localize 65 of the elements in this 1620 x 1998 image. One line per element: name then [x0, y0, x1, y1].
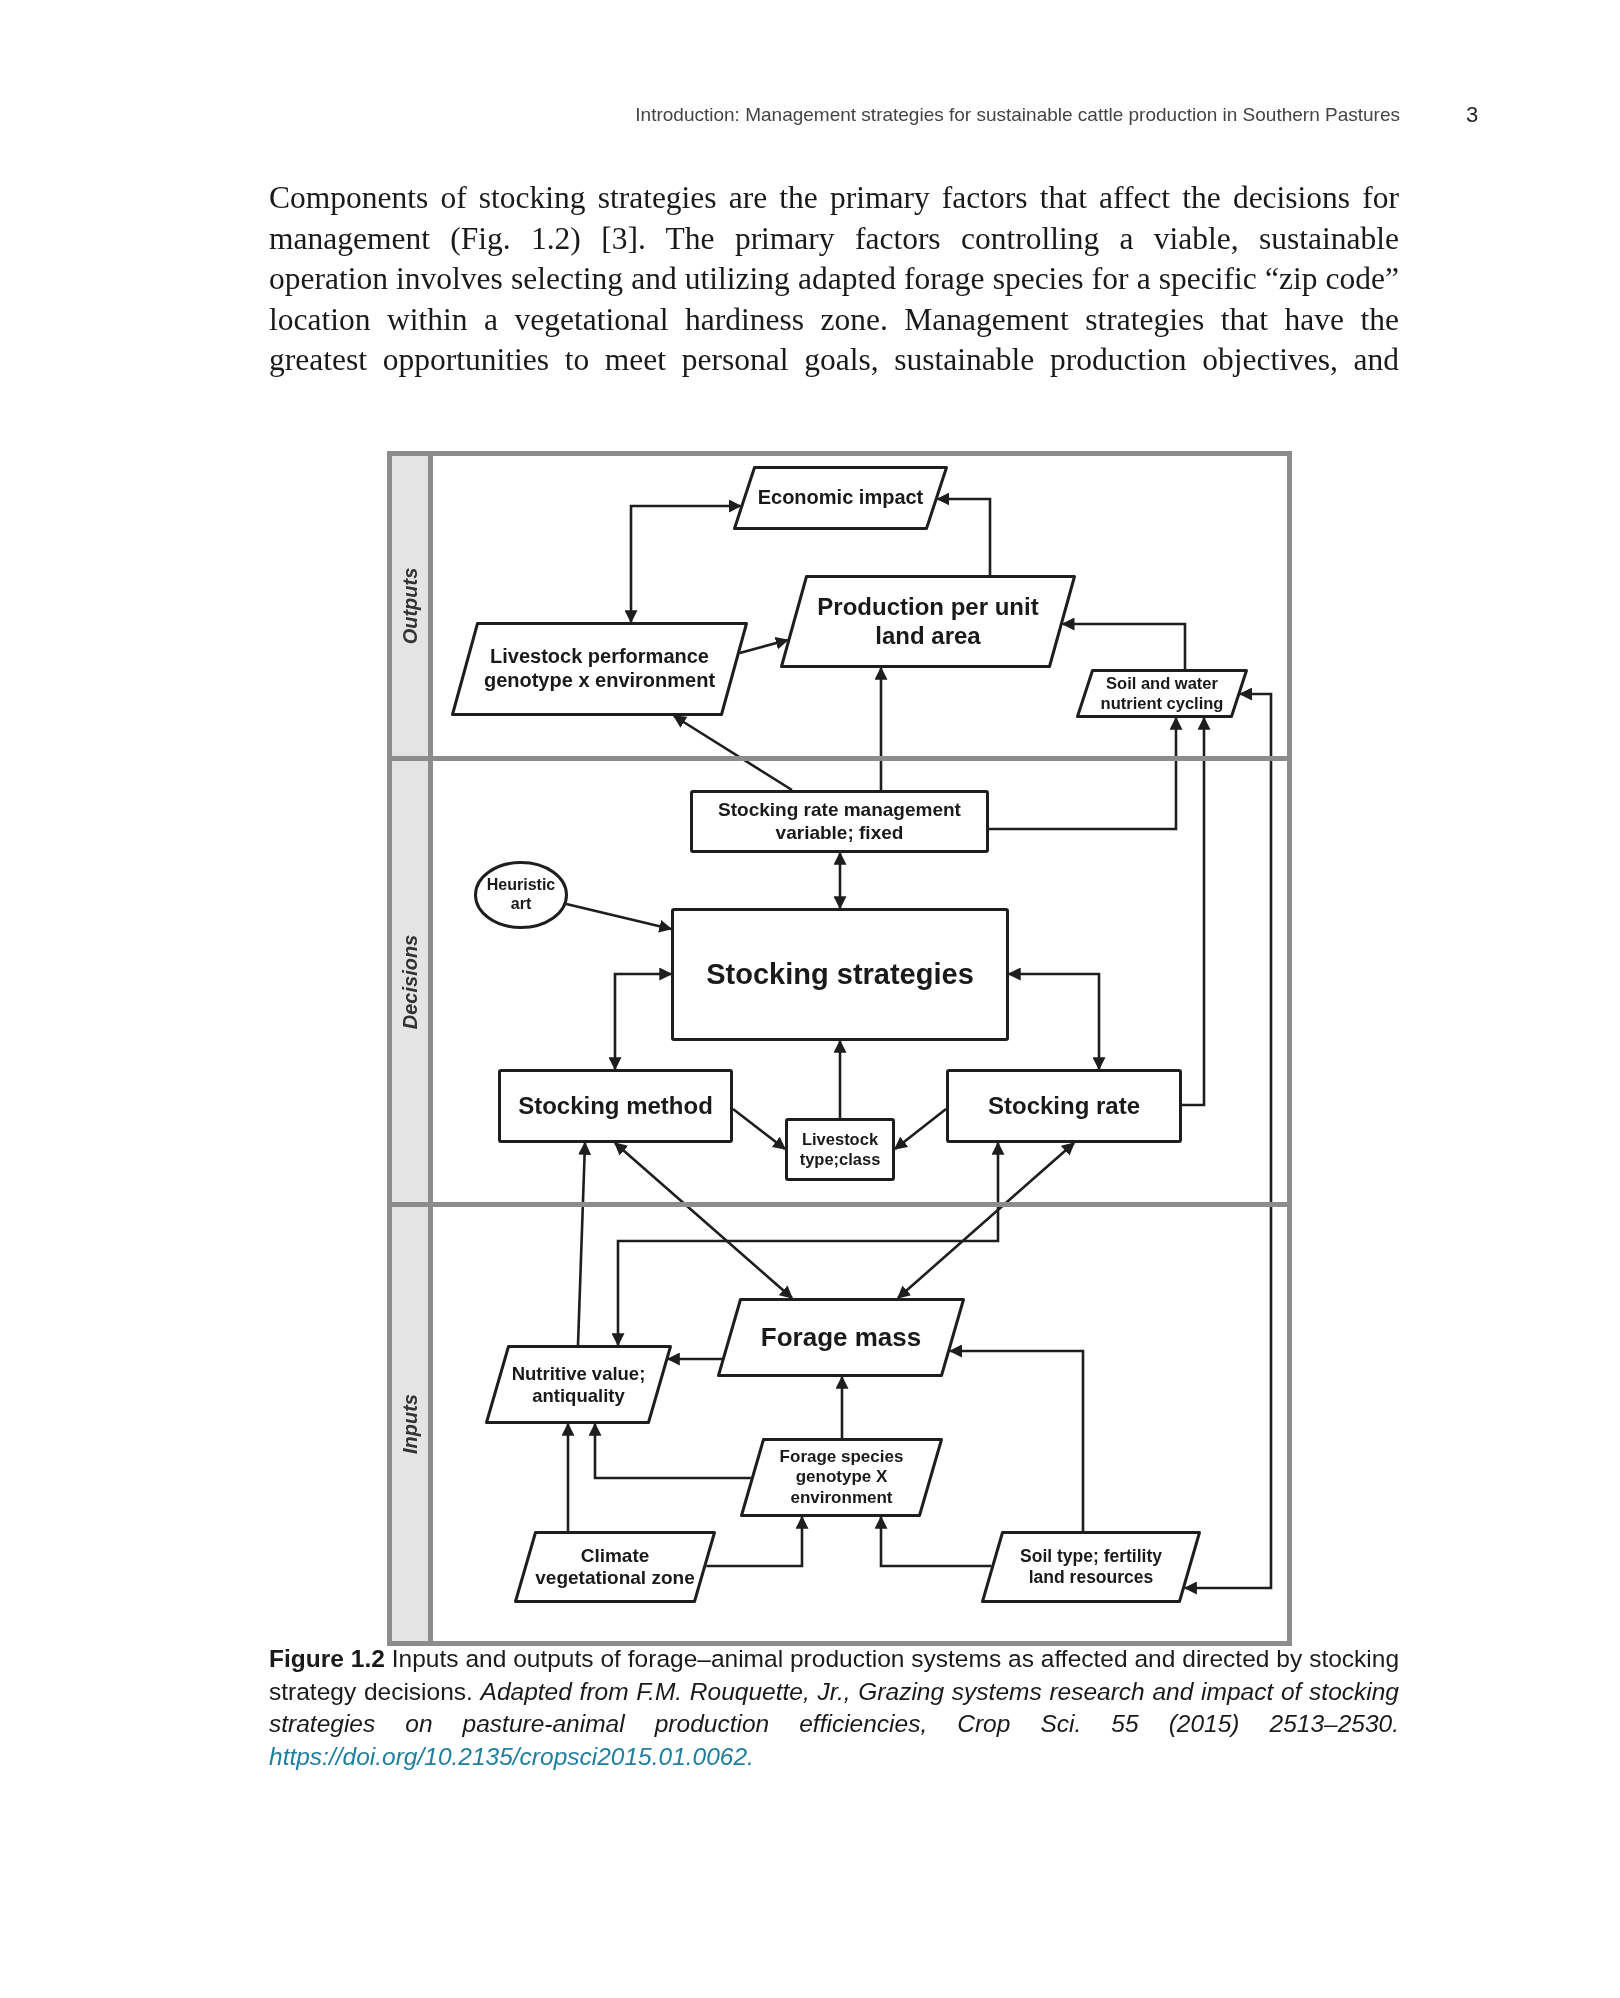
node-label: Forage species genotype X environment: [778, 1447, 905, 1508]
parallelogram-node: [514, 1531, 716, 1603]
node-label: Production per unit land area: [816, 593, 1040, 650]
arrow: [874, 666, 888, 790]
arrow: [732, 1107, 787, 1151]
parallelogram-node: [780, 575, 1076, 668]
arrow: [624, 499, 742, 624]
node-label: Stocking rate management variable; fixed: [717, 799, 962, 844]
process-box: [690, 790, 989, 853]
node-label: Livestock type;class: [798, 1130, 882, 1169]
arrow: [835, 1375, 849, 1438]
ellipse-node: [474, 861, 568, 929]
arrow: [588, 1422, 751, 1480]
process-box: [671, 908, 1009, 1041]
node-label: Heuristic art: [485, 876, 557, 914]
node-label: Livestock performance genotype x environment: [482, 645, 717, 693]
arrow: [936, 492, 992, 575]
arrow: [1182, 716, 1211, 1107]
parallelogram-node: [717, 1298, 965, 1377]
node-label: Climate vegetational zone: [534, 1544, 696, 1590]
parallelogram-node: [485, 1345, 672, 1424]
parallelogram-node: [981, 1531, 1201, 1603]
arrow: [948, 1344, 1085, 1531]
node-label: Soil type; fertility land resources: [1019, 1546, 1163, 1588]
node-label: Nutritive value; antiquality: [510, 1362, 647, 1407]
arrow: [706, 1515, 809, 1568]
arrow: [614, 1142, 793, 1299]
figure-caption: Figure 1.2 Inputs and outputs of forage–animal production systems as affected and directed by stocking strategy decisions. Adapted from F.M. Rouquette, Jr., Grazing systems research and impact of stocking strategies on pasture-animal production efficiencies, Crop Sci. 55 (2015) 2513–2530.: [269, 1645, 1399, 1738]
arrow: [989, 716, 1183, 831]
arrow: [608, 967, 673, 1071]
arrow: [1183, 687, 1273, 1595]
node-label: Stocking method: [517, 1091, 714, 1121]
process-box: [946, 1069, 1182, 1143]
arrow: [739, 636, 789, 655]
arrow: [894, 1107, 947, 1151]
running-header: Introduction: Management strategies for sustainable cattle production in Southern Pastures: [634, 104, 1400, 127]
arrow: [897, 1142, 1075, 1299]
parallelogram-node: [733, 466, 948, 530]
node-label: Soil and water nutrient cycling: [1099, 674, 1225, 713]
process-box: [785, 1118, 895, 1181]
body-paragraph: Components of stocking strategies are the primary factors that affect the decisions for management (Fig. 1.2) [3]. The primary factors controlling a viable, sustainable operation involves selecting and utilizing adapted forage species for a specific “zip code” location within a vegetational hardiness zone. Management strategies that have the greatest opportunities to meet personal goals, sustainable production objectives, and: [269, 179, 1399, 379]
node-label: Economic impact: [756, 486, 925, 510]
doi-link: https://doi.org/10.2135/cropsci2015.01.0062.: [269, 1742, 754, 1770]
arrow: [611, 1141, 1005, 1347]
parallelogram-node: [740, 1438, 943, 1517]
arrow: [576, 1141, 592, 1346]
arrow: [566, 902, 673, 933]
arrow: [672, 714, 793, 792]
arrow: [1007, 967, 1106, 1071]
arrow: [833, 851, 847, 910]
parallelogram-node: [451, 622, 748, 716]
lane-title: Inputs: [398, 1394, 422, 1454]
arrow: [561, 1422, 575, 1531]
parallelogram-node: [1076, 669, 1248, 718]
node-label: Stocking rate: [986, 1091, 1141, 1121]
lane-title: Outputs: [398, 567, 422, 645]
node-label: Stocking strategies: [705, 957, 975, 992]
process-box: [498, 1069, 733, 1143]
arrow: [666, 1352, 722, 1366]
arrow: [833, 1039, 847, 1118]
node-label: Forage mass: [759, 1322, 923, 1353]
arrow: [874, 1515, 992, 1568]
lane-title: Decisions: [398, 934, 422, 1029]
arrow: [1061, 617, 1187, 669]
page-number: 3: [1466, 102, 1480, 129]
